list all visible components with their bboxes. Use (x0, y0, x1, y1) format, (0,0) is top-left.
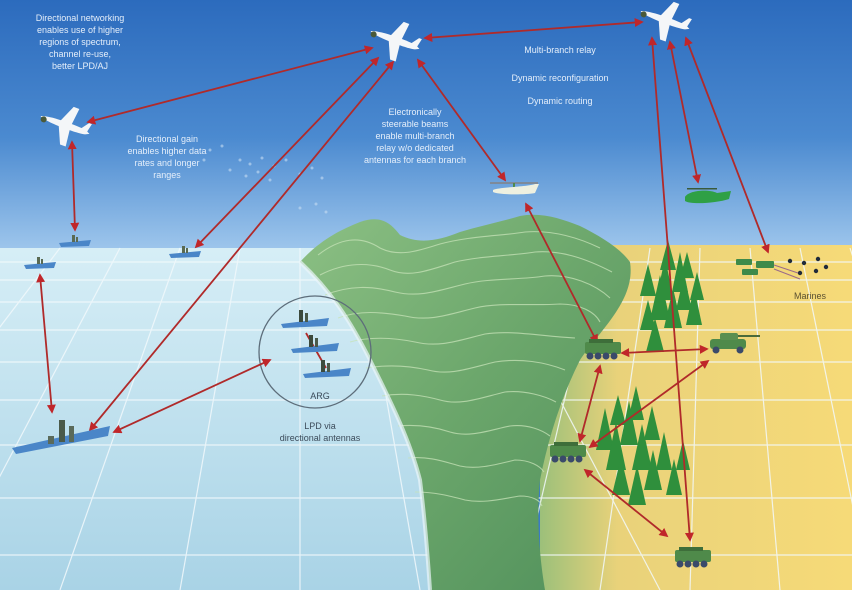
armored-vehicle-icon (585, 339, 621, 360)
link-arrow (36, 273, 56, 414)
tank-icon (710, 333, 760, 354)
aircraft-icon (370, 21, 422, 62)
link-arrow (67, 140, 80, 232)
uav-icon (490, 182, 539, 195)
marines-group-icon (736, 256, 829, 280)
link-arrow (416, 58, 507, 182)
helicopter-icon (685, 188, 731, 204)
link-arrow (112, 358, 272, 434)
ship-icon (303, 360, 351, 378)
network-nodes (12, 1, 829, 568)
flagship-icon (12, 420, 110, 454)
link-arrow (525, 202, 598, 344)
ship-icon (281, 310, 329, 328)
ship-icon (169, 246, 201, 258)
link-arrow (423, 18, 644, 42)
ship-icon (24, 257, 56, 269)
ship-icon (291, 335, 339, 353)
ship-icon (59, 235, 91, 247)
link-arrow (684, 36, 770, 254)
aircraft-icon (640, 1, 692, 42)
link-arrow (620, 344, 709, 358)
armored-vehicle-icon (550, 442, 586, 463)
link-arrow (583, 468, 669, 538)
communication-links (36, 18, 770, 542)
link-arrow (648, 36, 694, 542)
armored-vehicle-icon (675, 547, 711, 568)
aircraft-icon (40, 106, 92, 147)
link-arrow (588, 359, 710, 449)
